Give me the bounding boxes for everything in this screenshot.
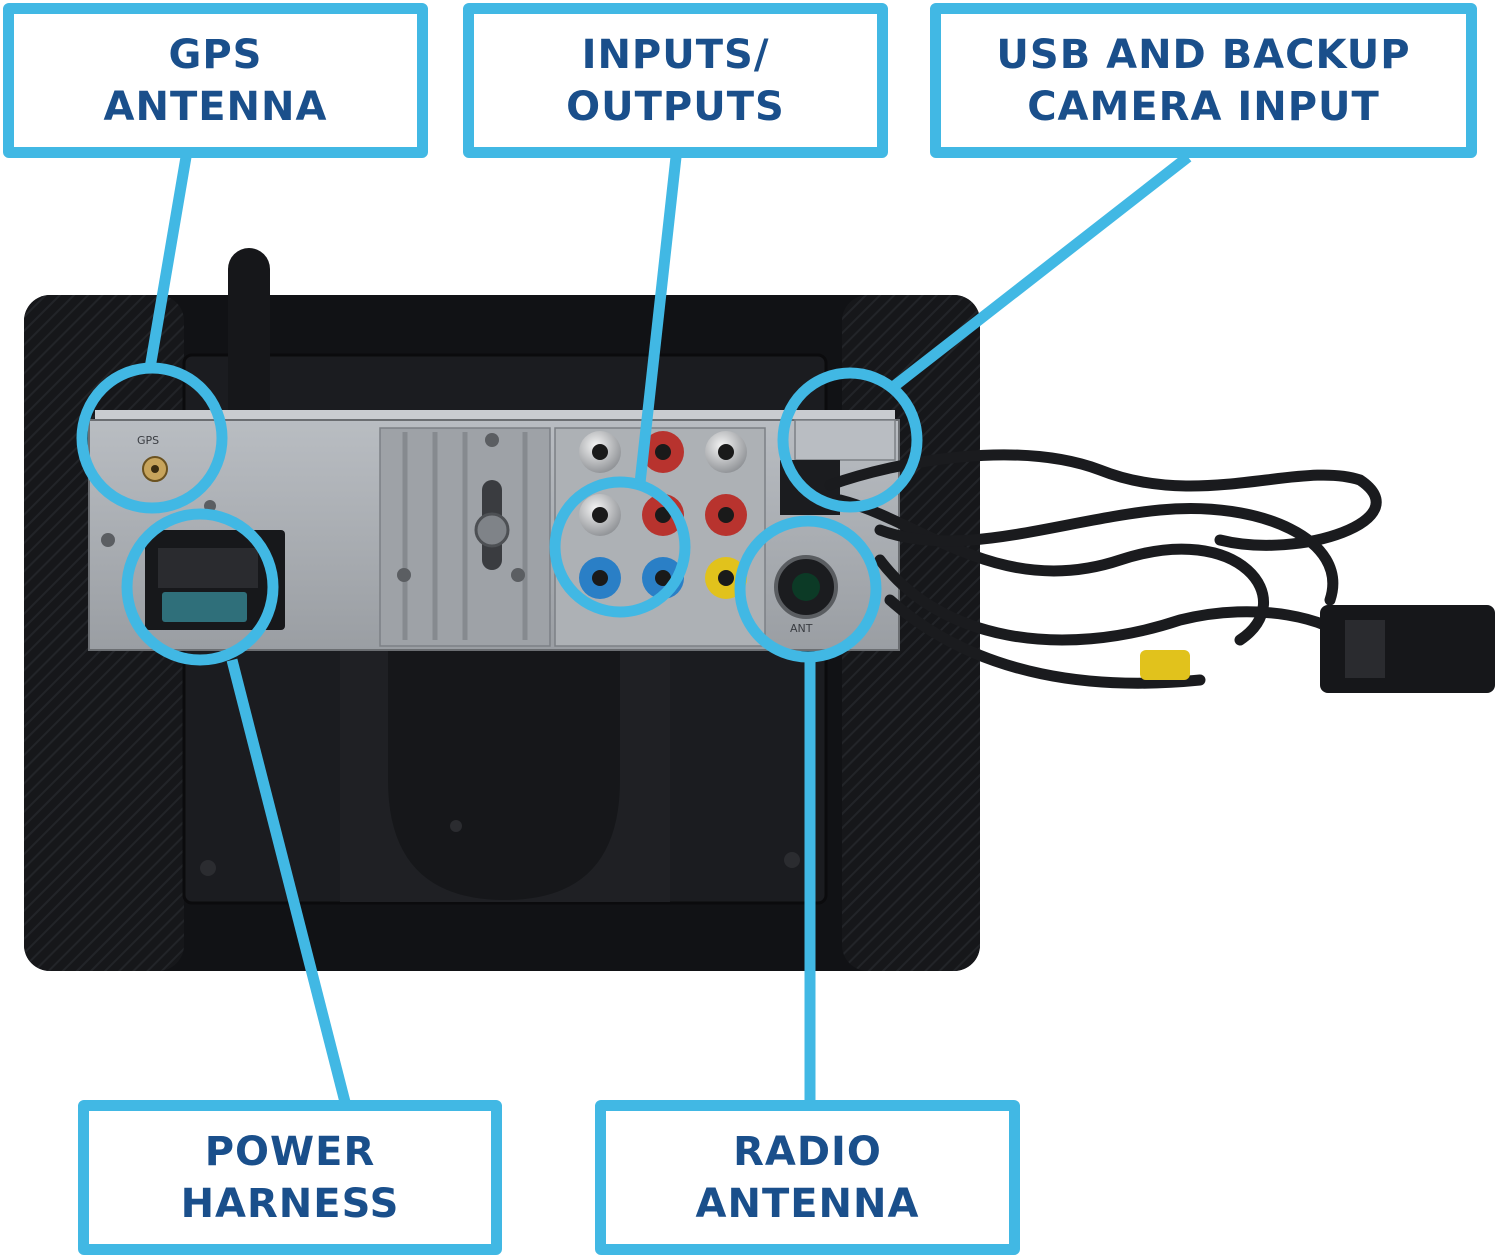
gps-port: GPS [137, 434, 168, 482]
power-highlight-ring [121, 508, 279, 666]
inputs-outputs-callout: INPUTS/ OUTPUTS [463, 3, 888, 158]
gps-callout-line1: GPS [168, 31, 263, 78]
usb-callout-line2: CAMERA INPUT [1027, 83, 1380, 130]
gps-callout-line2: ANTENNA [103, 83, 328, 130]
radio-antenna-jack: ANT [774, 555, 838, 635]
power-leader-line [226, 658, 351, 1104]
power-callout-line1: POWER [204, 1128, 376, 1175]
power-callout-line2: HARNESS [180, 1180, 400, 1227]
usb-leader-line [889, 152, 1192, 392]
power-harness-connector [145, 530, 285, 630]
usb-highlight-ring [777, 367, 923, 513]
usb-and-camera-cables [780, 419, 1495, 693]
usb-callout-line1: USB AND BACKUP [996, 31, 1411, 78]
gps-port-marking: GPS [137, 434, 159, 447]
io-leader-line [634, 156, 682, 484]
gps-antenna-callout: GPS ANTENNA [3, 3, 428, 158]
io-callout-line1: INPUTS/ [581, 31, 770, 78]
io-callout-line2: OUTPUTS [566, 83, 785, 130]
power-harness-callout: POWER HARNESS [78, 1100, 502, 1255]
radio-antenna-callout: RADIO ANTENNA [595, 1100, 1020, 1255]
ant-port-marking: ANT [790, 622, 813, 635]
usb-camera-callout: USB AND BACKUP CAMERA INPUT [930, 3, 1477, 158]
rca-jack-panel [579, 431, 747, 599]
io-highlight-ring [549, 476, 691, 618]
radio-callout-line2: ANTENNA [695, 1180, 920, 1227]
radio-callout-line1: RADIO [733, 1128, 882, 1175]
gps-leader-line [144, 156, 192, 369]
